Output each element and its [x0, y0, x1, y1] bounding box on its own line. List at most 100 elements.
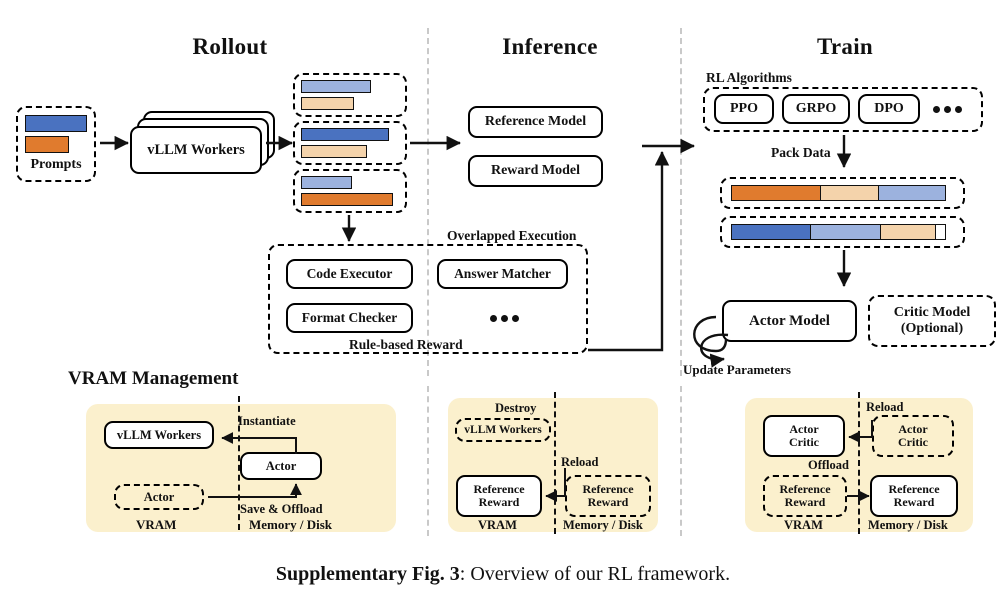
rule-based-reward-container [268, 244, 588, 354]
algorithm-dpo-label: DPO [874, 101, 904, 117]
algorithm-ppo-label: PPO [730, 101, 758, 117]
algorithm-grpo-label: GRPO [795, 101, 837, 117]
critic-model-label-line1: Critic Model [893, 305, 971, 321]
algorithm-dpo-box[interactable]: DPO [858, 94, 920, 124]
rollout-g3-bar-1 [301, 176, 352, 189]
critic-model-label-line2: (Optional) [900, 321, 964, 336]
panel2-ref-vram-line2: Reward [478, 495, 520, 509]
overlapped-execution-label: Overlapped Execution [447, 228, 577, 243]
panel2-ref-vram-box[interactable]: Reference Reward [456, 475, 542, 517]
panel3-reload-arrow [848, 420, 873, 443]
arrow-to-actor-model [836, 250, 852, 287]
panel2-vllm-workers-label: vLLM Workers [464, 423, 542, 436]
panel1-instantiate-label: Instantiate [238, 414, 296, 428]
vram-panel-3-divider [858, 392, 860, 534]
prompts-box [16, 106, 96, 182]
packed-seq-1-seg-2 [821, 186, 879, 200]
packed-seq-2-seg-3 [881, 225, 937, 239]
rollout-g2-bar-1 [301, 128, 389, 141]
figure-caption-bold: Supplementary Fig. 3 [275, 563, 460, 585]
vram-management-title: VRAM Management [68, 368, 239, 389]
panel3-ref-mem-line1: Reference [888, 481, 940, 496]
rollout-group-1 [293, 73, 407, 117]
panel3-actor-mem-line2: Critic [898, 435, 928, 449]
critic-model-box[interactable]: Critic Model (Optional) [868, 295, 996, 347]
prompts-bar-2 [25, 136, 69, 153]
answer-matcher-box[interactable]: Answer Matcher [437, 259, 568, 289]
rule-based-reward-label: Rule-based Reward [349, 337, 463, 352]
vram-panel-1-divider [238, 396, 240, 530]
panel2-memdisk-label: Memory / Disk [563, 518, 643, 532]
panel3-actor-mem-box[interactable]: Actor Critic [872, 415, 954, 457]
rl-algorithms-container [703, 87, 983, 132]
figure-caption: Supplementary Fig. 3: Overview of our RL… [0, 563, 1006, 586]
reward-model-label: Reward Model [490, 163, 581, 179]
panel2-reload-label: Reload [561, 455, 599, 469]
format-checker-box[interactable]: Format Checker [286, 303, 413, 333]
arrow-update-parameters-loop [693, 315, 729, 368]
answer-matcher-label: Answer Matcher [454, 266, 551, 282]
stage-divider-2 [680, 28, 682, 376]
panel3-reload-label: Reload [866, 400, 904, 414]
format-checker-label: Format Checker [301, 310, 398, 326]
rollout-group-2 [293, 121, 407, 165]
rollout-g1-bar-1 [301, 80, 371, 93]
rollout-group-3 [293, 169, 407, 213]
pack-data-label: Pack Data [771, 145, 831, 160]
reward-model-box[interactable]: Reward Model [468, 155, 603, 187]
panel2-ref-mem-box[interactable]: Reference Reward [565, 475, 651, 517]
panel1-vllm-workers-label: vLLM Workers [116, 428, 202, 442]
stage-title-rollout: Rollout [192, 34, 268, 59]
packed-seq-2-seg-4 [936, 225, 945, 239]
panel3-ref-vram-line1: Reference [779, 481, 831, 496]
packed-seq-2-container [720, 216, 965, 248]
panel3-actor-vram-line1: Actor [789, 421, 819, 436]
algorithm-ppo-box[interactable]: PPO [714, 94, 774, 124]
panel3-actor-vram-line2: Critic [789, 435, 819, 449]
reference-model-label: Reference Model [484, 114, 587, 130]
packed-seq-1-seg-1 [732, 186, 822, 200]
stage-title-train: Train [816, 34, 874, 59]
rollout-g1-bar-2 [301, 97, 354, 110]
actor-model-box[interactable]: Actor Model [722, 300, 857, 342]
packed-seq-2-seg-1 [732, 225, 811, 239]
stage-divider-3-lower [427, 386, 429, 536]
panel3-actor-vram-box[interactable]: Actor Critic [763, 415, 845, 457]
actor-model-label: Actor Model [749, 312, 830, 329]
prompts-bar-1 [25, 115, 87, 132]
arrow-outputs-down [341, 215, 357, 242]
code-executor-box[interactable]: Code Executor [286, 259, 413, 289]
panel2-vram-label: VRAM [478, 518, 517, 532]
panel3-actor-mem-line1: Actor [898, 421, 928, 436]
panel3-ref-mem-box[interactable]: Reference Reward [870, 475, 958, 517]
panel3-offload-arrow [847, 490, 870, 502]
rule-reward-ellipsis-icon [490, 315, 519, 322]
vllm-workers-box[interactable]: vLLM Workers [130, 126, 262, 174]
panel1-vram-label: VRAM [136, 517, 177, 532]
packed-seq-1-container [720, 177, 965, 209]
rollout-g3-bar-2 [301, 193, 393, 206]
arrow-pack-data [836, 135, 852, 168]
panel1-vllm-workers-box[interactable]: vLLM Workers [104, 421, 214, 449]
panel1-actor-mem-label: Actor [265, 459, 297, 473]
arrow-workers-to-outputs [266, 135, 293, 151]
panel1-actor-vram-label: Actor [143, 490, 175, 504]
panel3-ref-vram-box[interactable]: Reference Reward [763, 475, 847, 517]
update-parameters-label: Update Parameters [683, 362, 791, 377]
panel2-destroy-label: Destroy [495, 401, 537, 415]
panel2-ref-vram-line1: Reference [473, 481, 525, 496]
arrow-prompts-to-workers [100, 135, 129, 151]
panel3-ref-vram-line2: Reward [784, 495, 826, 509]
prompts-label: Prompts [30, 157, 82, 172]
packed-seq-2 [731, 224, 946, 240]
panel1-actor-vram-box[interactable]: Actor [114, 484, 204, 510]
reference-model-box[interactable]: Reference Model [468, 106, 603, 138]
panel2-vllm-workers-box[interactable]: vLLM Workers [455, 418, 551, 442]
packed-seq-1-seg-3 [878, 186, 945, 200]
panel1-actor-mem-box[interactable]: Actor [240, 452, 322, 480]
code-executor-label: Code Executor [306, 266, 393, 282]
panel2-ref-mem-line1: Reference [582, 481, 634, 496]
algorithm-grpo-box[interactable]: GRPO [782, 94, 850, 124]
panel2-ref-mem-line2: Reward [587, 495, 629, 509]
